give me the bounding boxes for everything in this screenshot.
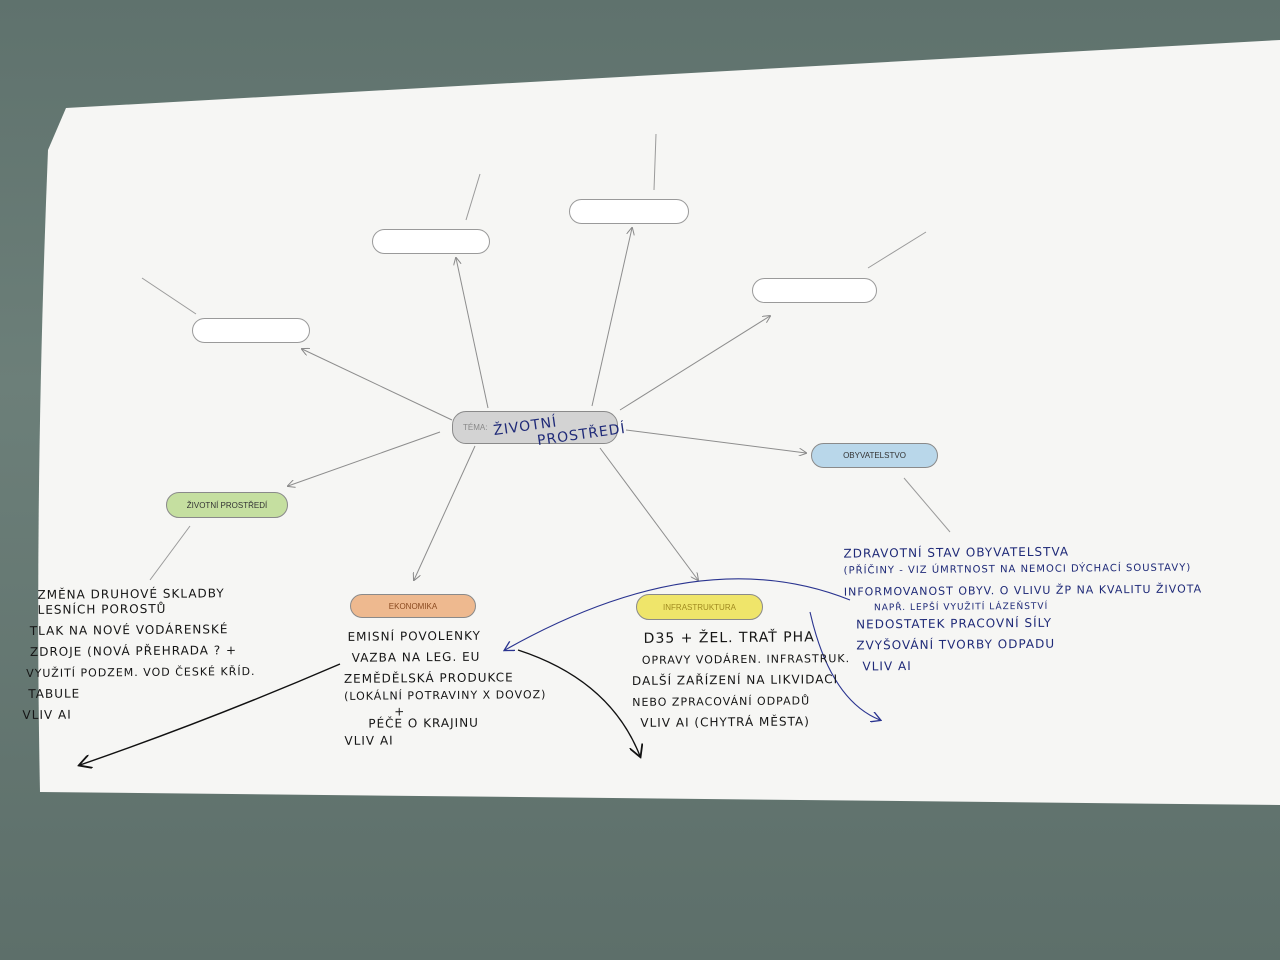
center-label: TÉMA: [463,423,488,432]
notes-obyvatelstvo: ZDRAVOTNÍ STAV OBYVATELSTVA (PŘÍČINY - V… [843,544,1203,674]
category-zivotni-prostredi: ŽIVOTNÍ PROSTŘEDÍ [166,492,288,518]
arrow-ai-right [505,578,851,650]
blank-lines [141,133,951,581]
connector-arrows [288,228,806,580]
empty-node-3 [569,199,689,224]
arrow-ai-mid [517,649,640,756]
arrow-ai-right-2 [809,611,880,720]
center-node: TÉMA: [452,411,618,444]
category-obyvatelstvo: OBYVATELSTVO [811,443,938,468]
notes-infrastruktura: D35 + ŽEL. TRAŤ PHA OPRAVY VODÁREN. INFR… [631,629,851,730]
empty-node-1 [192,318,310,343]
paper-sheet [38,40,1280,805]
arrow-ai-left [80,663,341,765]
empty-node-2 [372,229,490,254]
notes-zivotni-prostredi: ZMĚNA DRUHOVÉ SKLADBY LESNÍCH POROSTŮ TL… [22,586,256,723]
category-ekonomika: EKONOMIKA [350,594,476,618]
category-infrastruktura: INFRASTRUKTURA [636,594,763,620]
empty-node-4 [752,278,877,303]
notes-ekonomika: EMISNÍ POVOLENKY VAZBA NA LEG. EU ZEMĚDĚ… [343,628,547,748]
